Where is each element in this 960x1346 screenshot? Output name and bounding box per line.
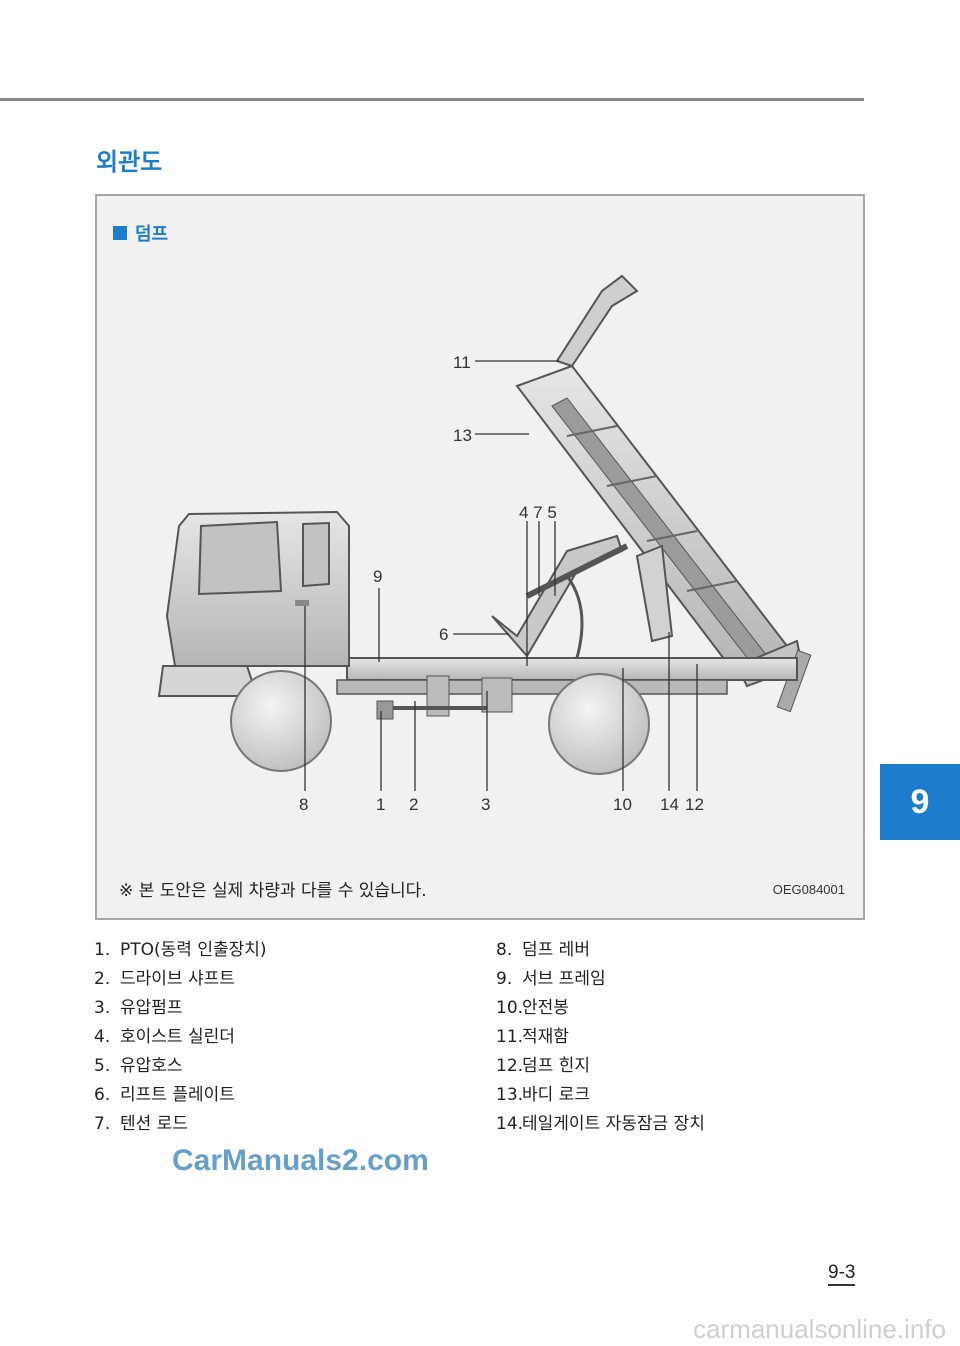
page-number: 9-3 [828, 1262, 856, 1286]
dump-body [515, 274, 812, 713]
legend-item: 3.유압펌프 [94, 998, 183, 1018]
leader-lines [304, 360, 698, 791]
legend-list-left: 1.PTO(동력 인출장치) 2.드라이브 샤프트 3.유압펌프 4.호이스트 … [94, 936, 267, 1139]
figure-code: OEG084001 [772, 882, 845, 897]
legend-item: 9.서브 프레임 [496, 969, 606, 989]
callout-4-7-5: 4 7 5 [519, 503, 557, 522]
chapter-tab: 9 [880, 764, 960, 840]
footer-site-link[interactable]: carmanualsonline.info [693, 1314, 946, 1344]
callout-11: 11 [453, 353, 471, 372]
callout-1: 1 [376, 795, 385, 814]
figure-note: ※ 본 도안은 실제 차량과 다를 수 있습니다. [119, 881, 427, 901]
legend-item: 11.적재함 [496, 1027, 569, 1047]
legend-item: 13.바디 로크 [496, 1085, 590, 1105]
callout-2: 2 [409, 795, 418, 814]
legend-item: 12.덤프 힌지 [496, 1056, 590, 1076]
square-bullet-icon [113, 226, 127, 240]
legend-item: 1.PTO(동력 인출장치) [94, 940, 267, 960]
watermark-link[interactable]: CarManuals2.com [172, 1144, 429, 1177]
dump-truck-diagram: 11 13 4 7 5 9 6 8 1 2 3 10 14 12 [157, 274, 812, 814]
callout-13: 13 [453, 426, 472, 445]
callout-12: 12 [685, 795, 704, 814]
callout-3: 3 [481, 795, 490, 814]
section-title: 외관도 [96, 148, 163, 176]
callout-6: 6 [439, 625, 448, 644]
legend-item: 2.드라이브 샤프트 [94, 969, 235, 989]
front-wheel [230, 670, 332, 772]
callout-9: 9 [373, 567, 382, 586]
legend-item: 5.유압호스 [94, 1056, 183, 1076]
figure-label: 덤프 [113, 220, 168, 246]
legend-item: 6.리프트 플레이트 [94, 1085, 235, 1105]
rear-wheel [548, 673, 650, 775]
top-rule [0, 98, 864, 101]
figure-label-text: 덤프 [135, 224, 169, 245]
truck-cab [157, 510, 350, 697]
callout-8: 8 [299, 795, 308, 814]
legend-item: 8.덤프 레버 [496, 940, 590, 960]
legend-item: 4.호이스트 실린더 [94, 1027, 235, 1047]
legend-list-right: 8.덤프 레버 9.서브 프레임 10.안전봉 11.적재함 12.덤프 힌지 … [496, 936, 705, 1139]
legend-item: 10.안전봉 [496, 998, 569, 1018]
figure-box: 덤프 [95, 194, 865, 920]
legend-item: 7.텐션 로드 [94, 1114, 188, 1134]
callout-14: 14 [660, 795, 679, 814]
legend-item: 14.테일게이트 자동잠금 장치 [496, 1114, 705, 1134]
callout-10: 10 [613, 795, 632, 814]
hoist-assembly [491, 534, 674, 687]
